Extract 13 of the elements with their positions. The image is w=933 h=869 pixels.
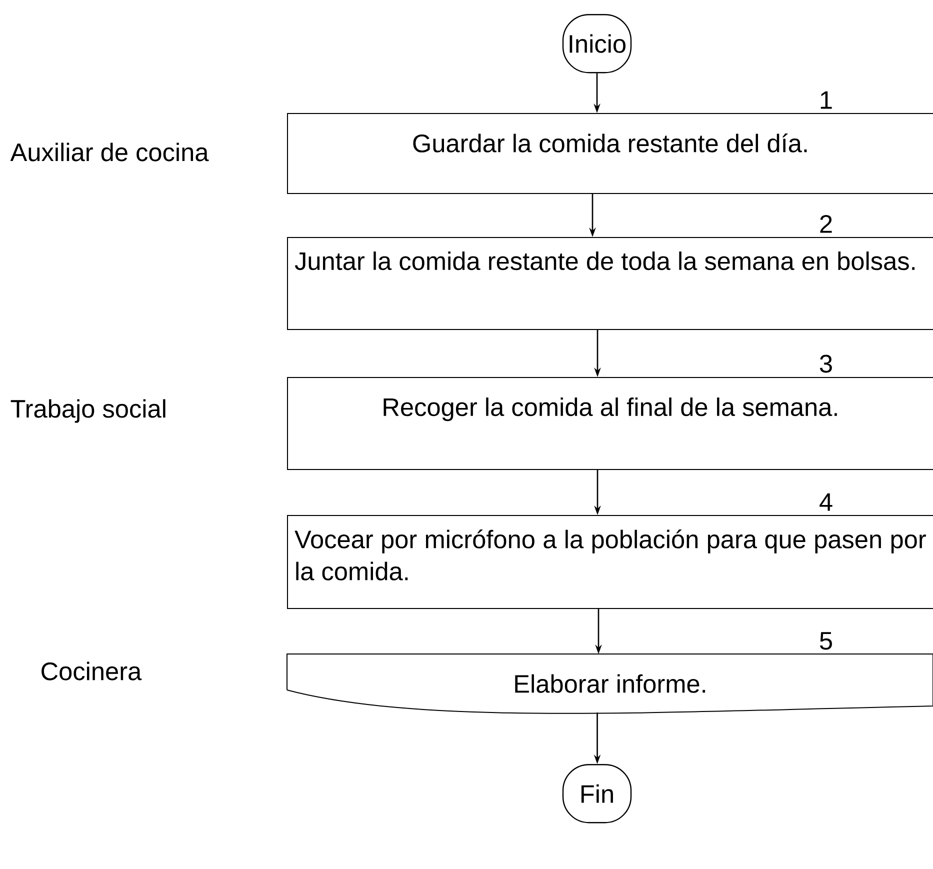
role-label: Cocinera (42, 662, 142, 680)
document-shape: Elaborar informe. (286, 654, 933, 714)
step-number: 5 (820, 632, 832, 650)
process-box: Recoger la comida al final de la semana. (287, 377, 933, 470)
step-number: 1 (820, 91, 832, 109)
process-box: Juntar la comida restante de toda la semana en bolsas. (287, 237, 933, 330)
process-box: Guardar la comida restante del día. (287, 113, 933, 194)
step-number: 4 (820, 493, 832, 511)
role-label: Auxiliar de cocina (10, 142, 209, 162)
process-box: Vocear por micrófono a la población para que pasen por la comida. (287, 515, 933, 609)
step-number: 2 (820, 215, 832, 233)
step-number: 3 (820, 354, 832, 373)
role-label: Trabajo social (10, 399, 166, 423)
